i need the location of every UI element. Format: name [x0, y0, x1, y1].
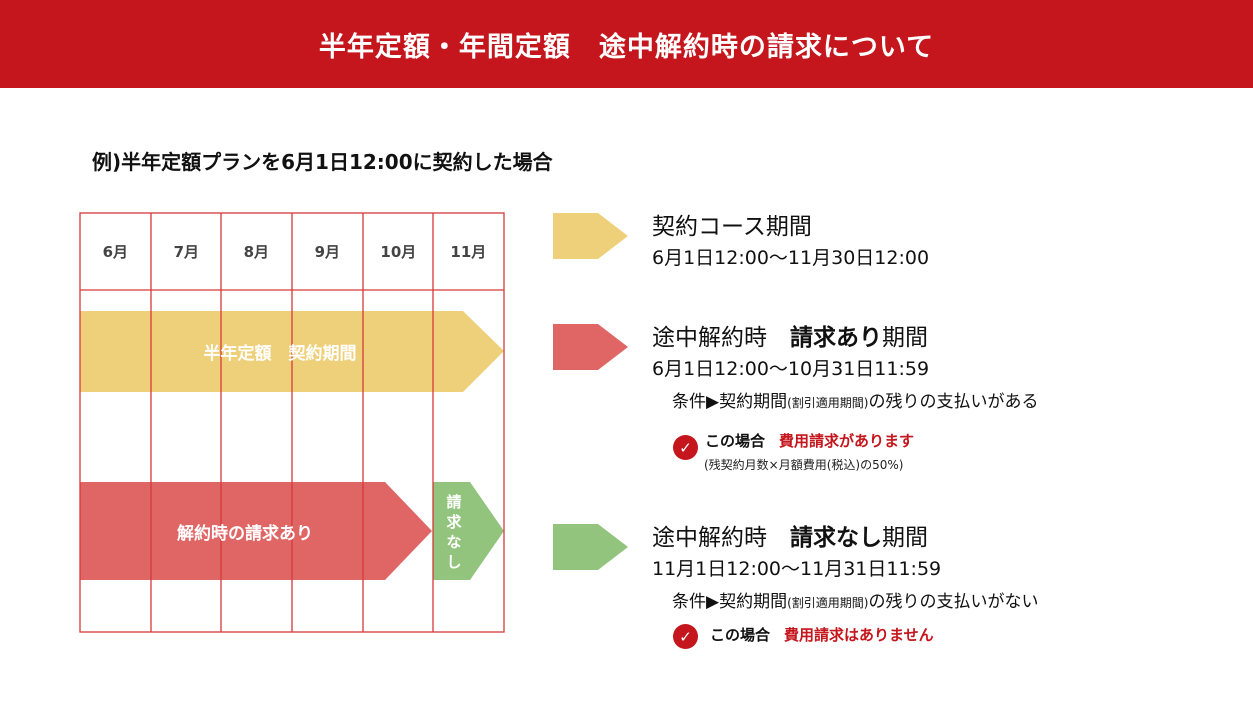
unbilled-char: し: [446, 553, 462, 571]
legend-unbilled-title: 途中解約時 請求なし期間: [652, 518, 928, 552]
unbilled-note: この場合費用請求はありません: [710, 624, 934, 645]
legend-unbilled-condition: 条件▶契約期間(割引適用期間)の残りの支払いがない: [672, 587, 1038, 612]
page-banner: 半年定額・年間定額 途中解約時の請求について: [0, 0, 1253, 88]
check-icon: ✓: [673, 624, 698, 649]
billed-note-detail: (残契約月数×月額費用(税込)の50%): [704, 458, 904, 472]
billed-note: この場合費用請求があります: [705, 430, 914, 451]
legend-billed-range: 6月1日12:00〜10月31日11:59: [652, 358, 930, 380]
legend-unbilled-range: 11月1日12:00〜11月31日11:59: [652, 558, 942, 580]
cond-text: 条件▶契約期間: [672, 392, 788, 412]
title-text: 期間: [882, 325, 928, 351]
note-value: 費用請求があります: [779, 432, 915, 450]
note-value: 費用請求はありません: [784, 626, 934, 644]
month-10: 10月: [380, 243, 417, 261]
unbilled-period-label: 請 求 な し: [436, 492, 472, 572]
title-text: 途中解約時: [652, 525, 790, 551]
month-9: 9月: [314, 243, 341, 261]
month-6: 6月: [102, 243, 129, 261]
check-icon: ✓: [673, 435, 698, 460]
cond-text: の残りの支払いがある: [868, 392, 1039, 412]
legend-billed-arrow: [553, 324, 628, 370]
billed-period-arrow: [80, 482, 432, 580]
legend-contract-arrow: [553, 213, 628, 259]
month-8: 8月: [243, 243, 270, 261]
cond-small: (割引適用期間): [787, 596, 869, 610]
cond-small: (割引適用期間): [787, 396, 869, 410]
contract-period-label: 半年定額 契約期間: [203, 344, 357, 364]
note-label: この場合: [705, 432, 766, 450]
unbilled-char: 請: [446, 493, 462, 511]
title-text: 途中解約時: [652, 325, 790, 351]
title-text: 期間: [882, 525, 928, 551]
unbilled-char: 求: [446, 513, 462, 531]
legend-contract-range: 6月1日12:00〜11月30日12:00: [652, 247, 930, 269]
billed-period-label: 解約時の請求あり: [177, 523, 313, 544]
note-label: この場合: [710, 626, 771, 644]
title-bold: 請求あり: [790, 325, 882, 351]
example-subtitle: 例)半年定額プランを6月1日12:00に契約した場合: [92, 150, 553, 174]
page-title: 半年定額・年間定額 途中解約時の請求について: [318, 31, 935, 63]
legend-billed-condition: 条件▶契約期間(割引適用期間)の残りの支払いがある: [672, 387, 1038, 412]
legend-contract-title: 契約コース期間: [652, 214, 812, 240]
legend-unbilled-arrow: [553, 524, 628, 570]
legend-billed-title: 途中解約時 請求あり期間: [652, 318, 928, 352]
month-7: 7月: [173, 243, 200, 261]
unbilled-char: な: [446, 533, 462, 551]
grid-lines: [79, 212, 505, 633]
cond-text: の残りの支払いがない: [868, 592, 1039, 612]
title-bold: 請求なし: [790, 525, 882, 551]
unbilled-period-arrow: [433, 482, 504, 580]
month-11: 11月: [450, 243, 487, 261]
cond-text: 条件▶契約期間: [672, 592, 788, 612]
